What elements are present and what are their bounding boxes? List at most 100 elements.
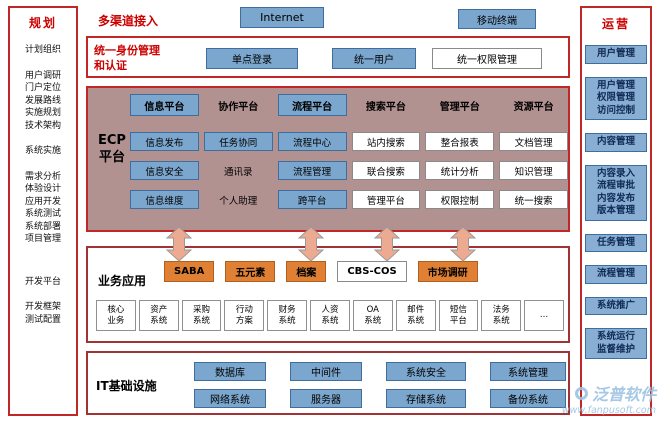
ecp-column-header: 协作平台 [218,101,259,113]
business-app-button: 市场调研 [417,261,478,282]
business-apps-panel: 业务应用 SABA 五元素 档案 CBS-COS 市场调研 核心 业务 资产 系… [86,246,570,343]
planning-item: 实施规划 [24,108,61,118]
ecp-column-header: 信息平台 [130,94,199,116]
business-system-box: 法务 系统 [481,300,522,331]
business-app-button: 档案 [286,261,327,282]
planning-group: 需求分析 体验设计 应用开发 系统测试 系统部署 项目管理 [25,171,61,246]
ecp-column-collab: 协作平台 任务协同 通讯录 个人助理 [203,94,273,209]
planning-item: 系统测试 [24,209,61,219]
business-system-box: 采购 系统 [181,300,222,331]
business-app-button: CBS-COS [337,261,407,282]
operations-box: 内容录入 流程审批 内容发布 版本管理 [585,164,647,221]
bidirectional-arrow-icon [374,226,400,262]
planning-item: 项目管理 [24,234,61,244]
planning-item: 系统实施 [24,146,61,156]
operations-box: 系统运行 监督维护 [585,328,647,359]
watermark-brand: 泛普软件 [591,385,656,404]
planning-group: 开发框架 测试配置 [25,301,61,326]
planning-item: 发展路线 [24,95,61,106]
it-button: 服务器 [290,389,362,408]
it-button: 存储系统 [386,389,466,408]
planning-item: 开发平台 [24,276,61,287]
planning-item: 体验设计 [24,184,61,194]
ecp-column-header: 搜索平台 [365,101,406,113]
bidirectional-arrow-icon [166,226,192,262]
ecp-column-info: 信息平台 信息发布 信息安全 信息维度 [130,94,199,209]
ecp-column-header: 流程平台 [277,94,347,116]
planning-item: 技术架构 [24,120,61,131]
ecp-column-resource: 资源平台 文档管理 知识管理 统一搜索 [499,94,568,209]
operations-box: 用户管理 [585,45,647,64]
it-button: 数据库 [194,362,266,381]
ecp-item: 信息安全 [130,161,199,180]
ecp-column-manage: 管理平台 整合报表 统计分析 权限控制 [425,94,495,209]
sso-button: 单点登录 [206,48,298,69]
bidirectional-arrow-icon [450,226,476,262]
planning-group: 用户调研 门户定位 发展路线 实施规划 技术架构 [25,70,61,133]
watermark: 泛普软件 www.fanpusoft.com [562,381,656,416]
business-system-box: 短信 平台 [438,300,479,331]
it-button: 网络系统 [194,389,266,408]
ecp-item: 统计分析 [425,161,495,180]
identity-auth-label: 统一身份管理 和认证 [94,44,160,72]
operations-box: 用户管理 权限管理 访问控制 [585,76,647,120]
planning-item: 计划组织 [24,45,61,55]
ecp-item: 任务协同 [203,132,273,151]
business-system-box: OA 系统 [352,300,393,331]
planning-item: 系统部署 [24,221,61,232]
business-system-box: 行动 方案 [224,300,265,331]
it-grid: 数据库 中间件 系统安全 系统管理 网络系统 服务器 存储系统 备份系统 [194,362,566,408]
ecp-item: 信息发布 [130,132,199,151]
planning-item: 门户定位 [24,83,61,93]
ecp-column-process: 流程平台 流程中心 流程管理 跨平台 [277,94,347,209]
business-system-box: 人资 系统 [310,300,350,331]
ecp-item: 流程中心 [277,132,347,151]
ecp-item: 知识管理 [499,161,568,180]
operations-box: 内容管理 [585,133,647,152]
identity-auth-panel: 统一身份管理 和认证 单点登录 统一用户 统一权限管理 [86,36,570,78]
ecp-item: 信息维度 [130,190,199,209]
operations-box: 流程管理 [585,265,647,284]
unified-permission-button: 统一权限管理 [432,48,542,69]
operations-title: 运营 [601,17,630,31]
unified-user-button: 统一用户 [332,48,416,69]
ecp-item: 管理平台 [351,190,421,209]
ecp-item: 流程管理 [277,161,347,180]
ecp-item: 统一搜索 [499,190,568,209]
ecp-item: 通讯录 [223,166,253,178]
it-button: 系统管理 [490,362,566,381]
ecp-item: 跨平台 [277,190,347,209]
fanpu-logo-icon [574,386,588,400]
watermark-url: www.fanpusoft.com [561,405,656,416]
ecp-item: 文档管理 [499,132,568,151]
it-button: 中间件 [290,362,362,381]
ecp-platform-panel: ECP 平台 信息平台 信息发布 信息安全 信息维度 协作平台 任务协同 通讯录… [86,86,570,232]
business-apps-row: SABA 五元素 档案 CBS-COS 市场调研 [164,261,478,282]
planning-group: 开发平台 [25,276,61,289]
it-button: 备份系统 [490,389,566,408]
it-button: 系统安全 [386,362,466,381]
planning-sidebar: 规划 计划组织 用户调研 门户定位 发展路线 实施规划 技术架构 系统实施 需求… [8,6,78,416]
ecp-column-header: 资源平台 [513,101,554,113]
bidirectional-arrow-icon [298,226,324,262]
operations-box: 任务管理 [585,233,647,252]
business-system-box: … [524,300,564,331]
business-system-box: 资产 系统 [138,300,179,331]
planning-item: 需求分析 [24,171,61,182]
multichannel-access-label: 多渠道接入 [98,14,159,28]
planning-group: 系统实施 [25,145,61,158]
planning-group: 计划组织 [25,44,61,57]
business-app-button: SABA [164,261,215,282]
planning-item: 应用开发 [24,196,61,207]
ecp-item: 权限控制 [425,190,495,209]
it-infrastructure-label: IT基础设施 [96,379,157,393]
internet-button: Internet [240,7,324,28]
business-app-button: 五元素 [225,261,276,282]
planning-title: 规划 [28,16,57,30]
operations-sidebar: 运营 用户管理 用户管理 权限管理 访问控制 内容管理 内容录入 流程审批 内容… [580,6,652,416]
ecp-column-search: 搜索平台 站内搜索 联合搜索 管理平台 [351,94,421,209]
business-systems-row: 核心 业务 资产 系统 采购 系统 行动 方案 财务 系统 人资 系统 OA 系… [96,300,564,331]
ecp-item: 整合报表 [425,132,495,151]
business-system-box: 财务 系统 [267,300,308,331]
